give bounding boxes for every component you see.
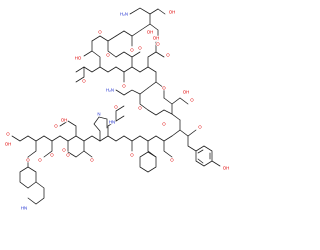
c-terminus-carbonyl-o-label: O (6, 132, 10, 137)
carbonyl-o-label: O (50, 153, 54, 158)
c-terminus-hydroxyl-label: OH (5, 142, 12, 147)
carbonyl-o-label: O (138, 46, 142, 51)
lysine-amine-label: H₂N (106, 88, 114, 93)
asp3-carboxyl-o-label: O (54, 124, 58, 129)
atom-labels: H₂N OH O O OH O O HO O O O O OH O H₂N O … (4, 9, 230, 212)
carbonyl-o-label: O (90, 158, 94, 163)
carbonyl-o-label: O (130, 48, 134, 53)
asp1-hydroxyl-label: OH (153, 36, 160, 41)
carbonyl-o-label: O (138, 106, 142, 111)
hydroxyl-ser2-label: OH (147, 30, 154, 35)
carbonyl-o-label: O (38, 158, 42, 163)
histidine-nh-label: HN (109, 120, 115, 125)
carbonyl-o-label: O (130, 153, 134, 158)
hydroxyl-ser3-label: HO (75, 56, 82, 61)
carbonyl-o-label: O (66, 153, 70, 158)
hydroxyl-ser1-label: OH (169, 10, 176, 15)
histidine-n-label: N (97, 112, 100, 117)
backbone-bonds (11, 7, 221, 205)
asp2-carboxyl-o-label: O (190, 98, 194, 103)
carbonyl-o-label: O (82, 79, 86, 84)
carbonyl-o-label: O (106, 53, 110, 58)
structure-canvas: H₂N OH O O OH O O HO O O O O OH O H₂N O … (4, 7, 230, 212)
tryptophan-nh-label: HN (21, 206, 27, 211)
carbonyl-o-label: O (26, 158, 30, 163)
carbonyl-o-label: O (162, 122, 166, 127)
carbonyl-o-label: O (156, 42, 160, 47)
n-terminus-label: H₂N (120, 12, 128, 17)
carbonyl-o-label: O (122, 84, 126, 89)
carbonyl-o-label: O (98, 30, 102, 35)
carbonyl-o-label: O (198, 125, 202, 130)
tyrosine-hydroxyl-label: OH (223, 166, 230, 171)
carbonyl-o-label: O (62, 148, 66, 153)
carbonyl-o-label: O (114, 105, 118, 110)
peptide-structure-diagram: H₂N OH O O OH O O HO O O O O OH O H₂N O … (4, 7, 230, 212)
carbonyl-o-label: O (162, 86, 166, 91)
asp1-carboxyl-o-label: O (166, 53, 170, 58)
asp3-hydroxyl-label: OH (61, 118, 68, 123)
asp2-hydroxyl-label: OH (183, 90, 190, 95)
carbonyl-o-label: O (170, 158, 174, 163)
